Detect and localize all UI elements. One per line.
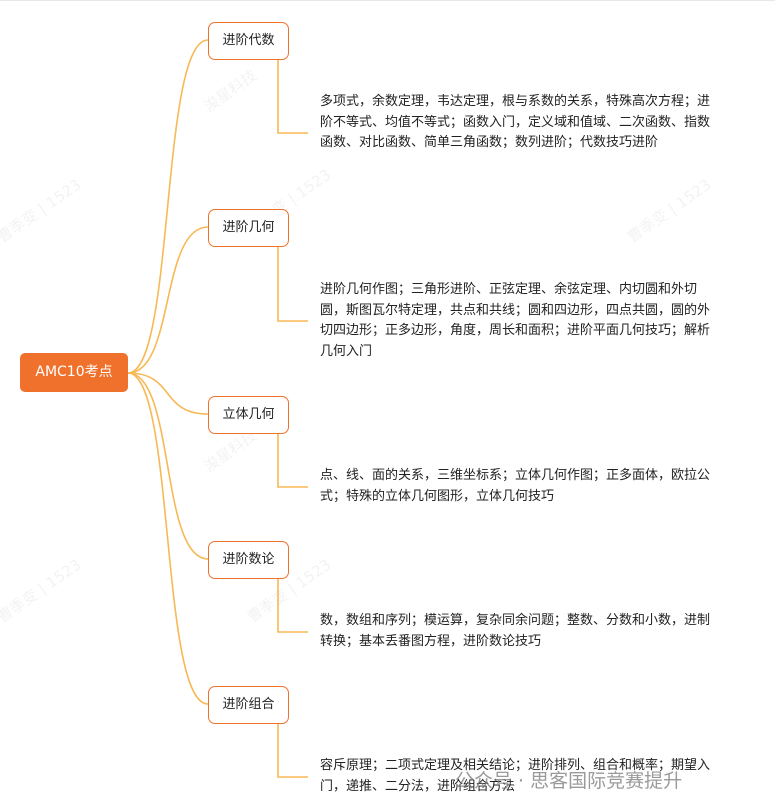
branch-node-solid-geometry[interactable]: 立体几何 bbox=[208, 396, 289, 434]
detail-number-theory: 数，数组和序列；模运算，复杂同余问题；整数、分数和小数，进制转换；基本丢番图方程… bbox=[320, 613, 711, 649]
link-branch-3 bbox=[127, 372, 209, 415]
link-branch-1 bbox=[127, 39, 209, 374]
link-detail-5 bbox=[277, 723, 308, 778]
branch-node-algebra[interactable]: 进阶代数 bbox=[208, 22, 289, 60]
detail-algebra: 多项式，余数定理，韦达定理，根与系数的关系，特殊高次方程；进阶不等式、均值不等式… bbox=[320, 94, 711, 150]
root-node[interactable]: AMC10考点 bbox=[20, 353, 128, 392]
link-branch-5 bbox=[127, 372, 209, 705]
detail-combinatorics: 容斥原理；二项式定理及相关结论；进阶排列、组合和概率；期望入门，递推、二分法，进… bbox=[320, 758, 711, 794]
branch-node-combinatorics[interactable]: 进阶组合 bbox=[208, 686, 289, 724]
link-detail-4 bbox=[277, 578, 308, 633]
link-branch-2 bbox=[127, 226, 209, 374]
detail-solid-geometry: 点、线、面的关系，三维坐标系；立体几何作图；正多面体，欧拉公式；特殊的立体几何图… bbox=[320, 468, 711, 504]
branch-node-geometry[interactable]: 进阶几何 bbox=[208, 209, 289, 247]
branch-node-number-theory[interactable]: 进阶数论 bbox=[208, 541, 289, 579]
link-detail-2 bbox=[277, 246, 308, 322]
detail-geometry: 进阶几何作图；三角形进阶、正弦定理、余弦定理、内切圆和外切圆，斯图瓦尔特定理，共… bbox=[320, 282, 711, 359]
top-divider bbox=[0, 0, 775, 1]
brand-watermark: 公众号 · 思客国际竞赛提升 bbox=[455, 770, 683, 792]
link-detail-1 bbox=[277, 59, 308, 134]
link-detail-3 bbox=[277, 433, 308, 488]
link-branch-4 bbox=[127, 372, 209, 560]
